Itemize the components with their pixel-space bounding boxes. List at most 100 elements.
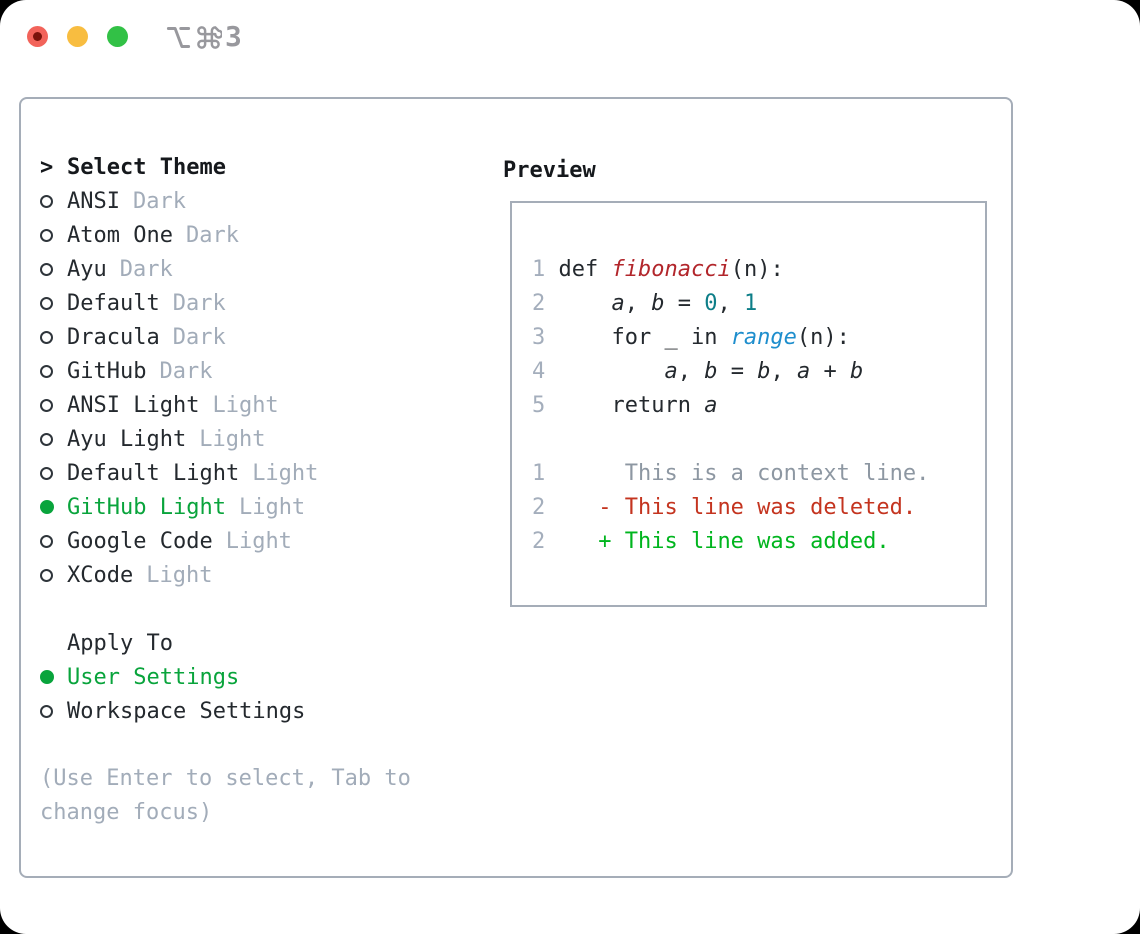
code-line: 5 return a: [532, 389, 985, 423]
theme-variant: Light: [212, 392, 279, 418]
code-line: 1 This is a context line.: [532, 457, 985, 491]
theme-option[interactable]: ANSI Dark: [40, 184, 318, 218]
radio-icon: [40, 500, 54, 514]
theme-option[interactable]: Atom One Dark: [40, 218, 318, 252]
theme-name: Ayu: [67, 256, 107, 282]
theme-option[interactable]: ANSI Light Light: [40, 388, 318, 422]
line-number: 2: [532, 291, 546, 316]
line-number: 3: [532, 325, 546, 350]
theme-variant: Light: [199, 426, 266, 452]
theme-variant: Dark: [132, 188, 186, 214]
code-token-var: b: [757, 359, 771, 384]
code-token-plain: ,: [624, 291, 652, 316]
code-token-plain: ,: [677, 359, 705, 384]
radio-icon: [40, 296, 53, 310]
code-token-var: a: [704, 393, 718, 418]
window-shortcut: 3: [165, 22, 242, 52]
close-dot-icon: [33, 32, 42, 41]
theme-variant: Dark: [172, 324, 226, 350]
code-token-var: b: [704, 359, 718, 384]
preview-title: Preview: [503, 157, 596, 183]
code-token-var: b: [651, 291, 665, 316]
theme-option[interactable]: Google Code Light: [40, 524, 318, 558]
code-token-plain: [545, 529, 598, 554]
traffic-lights: [27, 26, 128, 47]
theme-option[interactable]: XCode Light: [40, 558, 318, 592]
code-token-plain: [545, 495, 598, 520]
code-token-fn: fibonacci: [611, 257, 731, 282]
theme-name: Ayu Light: [67, 426, 187, 452]
code-line: 2 - This line was deleted.: [532, 491, 985, 525]
hint-line-2: change focus): [40, 800, 213, 825]
code-line: 2 a, b = 0, 1: [532, 287, 985, 321]
theme-option[interactable]: Default Light Light: [40, 456, 318, 490]
radio-icon: [40, 262, 53, 276]
theme-list-header: > Select Theme: [40, 150, 318, 184]
code-token-plain: (n):: [730, 257, 784, 282]
apply-to-option[interactable]: User Settings: [40, 660, 305, 694]
theme-option[interactable]: Ayu Light Light: [40, 422, 318, 456]
theme-name: GitHub: [67, 358, 147, 384]
radio-icon: [40, 364, 53, 378]
code-token-context: This is a context line.: [545, 461, 930, 486]
code-token-plain: ,: [770, 359, 797, 384]
code-line: 3 for _ in range(n):: [532, 321, 985, 355]
radio-icon: [40, 670, 54, 684]
line-number: 1: [532, 461, 546, 486]
apply-to-option[interactable]: Workspace Settings: [40, 694, 305, 728]
zoom-button[interactable]: [107, 26, 128, 47]
line-number: 1: [532, 257, 546, 282]
theme-name: GitHub Light: [67, 494, 226, 520]
line-number: 5: [532, 393, 546, 418]
radio-icon: [40, 568, 53, 582]
line-number: 2: [532, 529, 546, 554]
theme-name: Default Light: [67, 460, 240, 486]
radio-icon: [40, 534, 53, 548]
close-button[interactable]: [27, 26, 48, 47]
keyboard-hint: (Use Enter to select, Tab to change focus…: [40, 762, 411, 830]
code-line: 2 + This line was added.: [532, 525, 985, 559]
theme-variant: Dark: [119, 256, 173, 282]
theme-option[interactable]: Ayu Dark: [40, 252, 318, 286]
code-token-added: + This line was added.: [598, 529, 890, 554]
apply-to-title: Apply To: [67, 630, 173, 656]
code-token-var: a: [796, 359, 811, 384]
code-token-plain: =: [664, 291, 705, 316]
code-line: 4 a, b = b, a + b: [532, 355, 985, 389]
code-token-builtin: range: [730, 325, 797, 350]
code-token-var: a: [611, 291, 625, 316]
code-token-var: a: [664, 359, 678, 384]
theme-option[interactable]: Dracula Dark: [40, 320, 318, 354]
code-token-plain: =: [717, 359, 758, 384]
line-number: 4: [532, 359, 546, 384]
theme-list: > Select Theme ANSI Dark Atom One Dark: [40, 150, 318, 592]
radio-icon: [40, 228, 53, 242]
apply-to-list: Apply To User Settings Workspace Setting…: [40, 626, 305, 728]
theme-name: ANSI: [67, 188, 120, 214]
code-token-plain: [545, 359, 664, 384]
code-token-plain: for _ in: [545, 325, 731, 350]
hint-line-1: (Use Enter to select, Tab to: [40, 766, 411, 791]
minimize-button[interactable]: [67, 26, 88, 47]
apply-to-header: Apply To: [40, 626, 305, 660]
theme-option[interactable]: GitHub Dark: [40, 354, 318, 388]
theme-option[interactable]: GitHub Light Light: [40, 490, 318, 524]
code-token-plain: [545, 291, 611, 316]
theme-variant: Dark: [172, 290, 226, 316]
apply-to-option-label: Workspace Settings: [67, 698, 306, 724]
code-token-plain: (n):: [796, 325, 850, 350]
shortcut-number: 3: [225, 20, 242, 53]
theme-variant: Light: [238, 494, 306, 520]
option-key-icon: [165, 24, 192, 51]
theme-picker-panel: > Select Theme ANSI Dark Atom One Dark: [19, 97, 1013, 878]
theme-name: Atom One: [67, 222, 173, 248]
code-line: [532, 423, 985, 457]
theme-name: Google Code: [67, 528, 213, 554]
theme-option[interactable]: Default Dark: [40, 286, 318, 320]
radio-icon: [40, 466, 53, 480]
apply-to-option-label: User Settings: [67, 664, 240, 690]
theme-variant: Light: [225, 528, 292, 554]
theme-list-title: Select Theme: [67, 154, 226, 180]
code-line: 1 def fibonacci(n):: [532, 253, 985, 287]
